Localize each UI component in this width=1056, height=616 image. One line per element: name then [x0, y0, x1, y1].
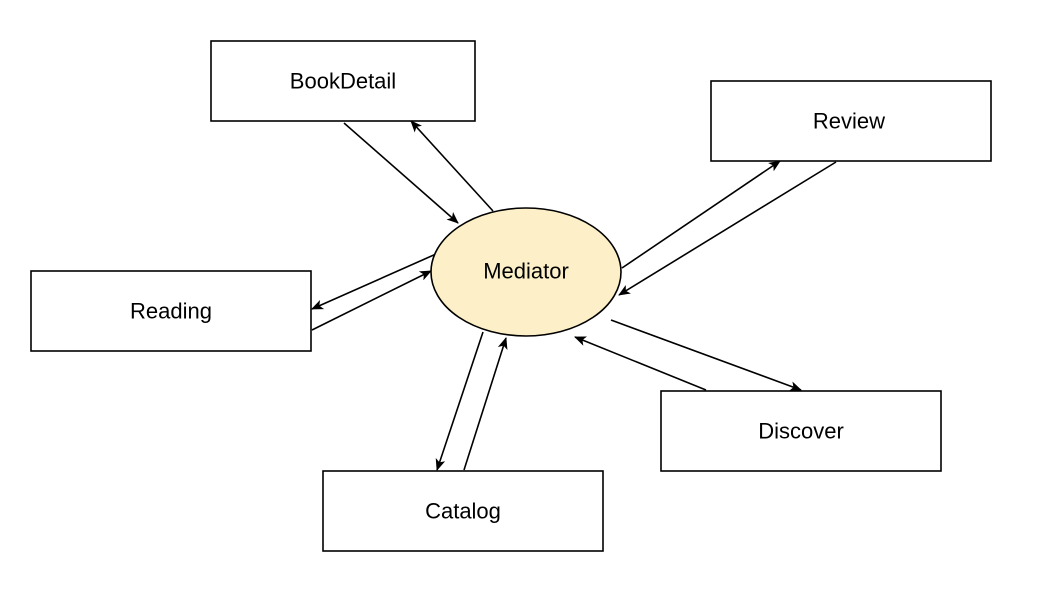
module-bookdetail: BookDetail — [210, 40, 476, 122]
module-discover-label: Discover — [758, 419, 844, 444]
edge-mediator-to-discover — [610, 319, 802, 391]
edge-reading-to-mediator — [311, 270, 432, 331]
module-bookdetail-label: BookDetail — [290, 69, 396, 94]
edges — [311, 120, 837, 471]
edge-discover-to-mediator — [574, 336, 707, 391]
module-review: Review — [710, 80, 992, 162]
module-catalog: Catalog — [322, 470, 604, 552]
mediator-ellipse — [430, 207, 622, 337]
module-reading-box — [30, 270, 312, 352]
edge-mediator-to-catalog — [435, 331, 484, 471]
mediator-hub: Mediator — [430, 207, 622, 337]
edge-mediator-to-reading — [311, 253, 437, 310]
module-bookdetail-box — [210, 40, 476, 122]
module-review-label: Review — [813, 109, 885, 134]
module-reading-label: Reading — [130, 299, 212, 324]
module-discover: Discover — [660, 390, 942, 472]
edge-mediator-to-bookdetail — [410, 120, 494, 212]
edge-mediator-to-review — [621, 160, 781, 269]
module-catalog-box — [322, 470, 604, 552]
mediator-label: Mediator — [483, 259, 569, 284]
edge-catalog-to-mediator — [463, 337, 508, 471]
module-catalog-label: Catalog — [425, 499, 501, 524]
edge-bookdetail-to-mediator — [343, 122, 459, 224]
module-review-box — [710, 80, 992, 162]
module-discover-box — [660, 390, 942, 472]
edge-review-to-mediator — [618, 161, 837, 296]
module-reading: Reading — [30, 270, 312, 352]
